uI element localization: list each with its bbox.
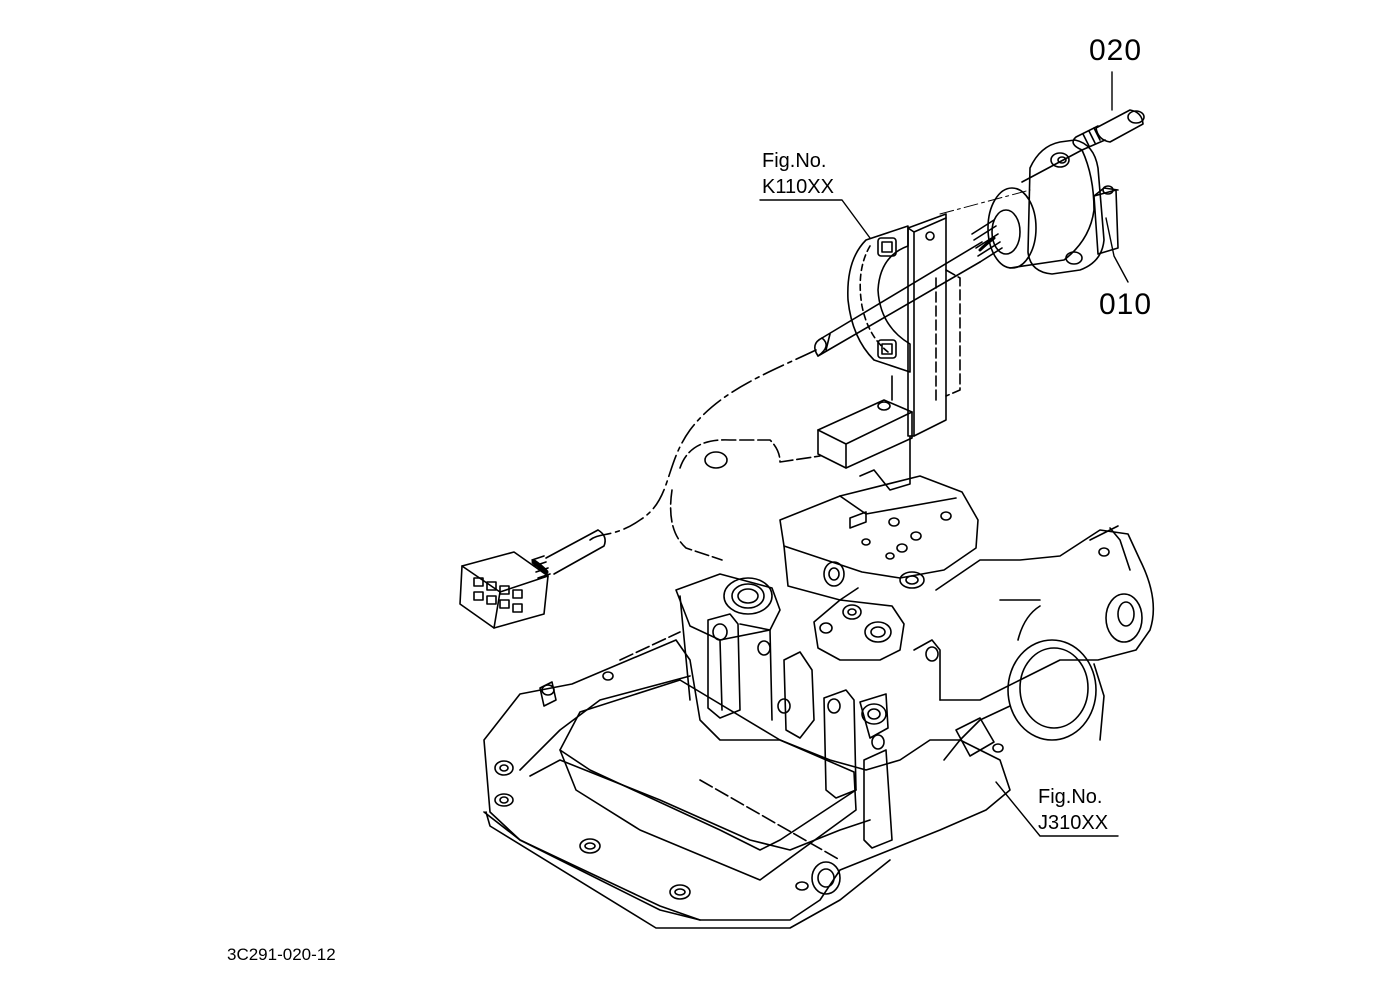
hydraulic-body <box>484 440 1153 928</box>
drawing-code: 3C291-020-12 <box>227 945 336 964</box>
figure-reference-k110-line2: K110XX <box>762 176 834 198</box>
figure-reference-k110: Fig.No. K110XX <box>762 148 834 200</box>
bracket-assembly <box>818 214 960 490</box>
leader-k110 <box>760 200 870 238</box>
leader-j310 <box>996 782 1118 836</box>
bolt-020 <box>1073 110 1144 150</box>
leader-010 <box>1106 218 1128 282</box>
figure-reference-k110-line1: Fig.No. <box>762 150 827 172</box>
leader-lines <box>760 72 1128 836</box>
callout-010: 010 <box>1099 288 1153 321</box>
figure-reference-j310-line1: Fig.No. <box>1038 786 1103 808</box>
figure-reference-j310: Fig.No. J310XX <box>1038 784 1108 836</box>
callout-020: 020 <box>1089 34 1143 67</box>
sensor-010 <box>460 140 1118 628</box>
figure-reference-j310-line2: J310XX <box>1038 812 1109 834</box>
